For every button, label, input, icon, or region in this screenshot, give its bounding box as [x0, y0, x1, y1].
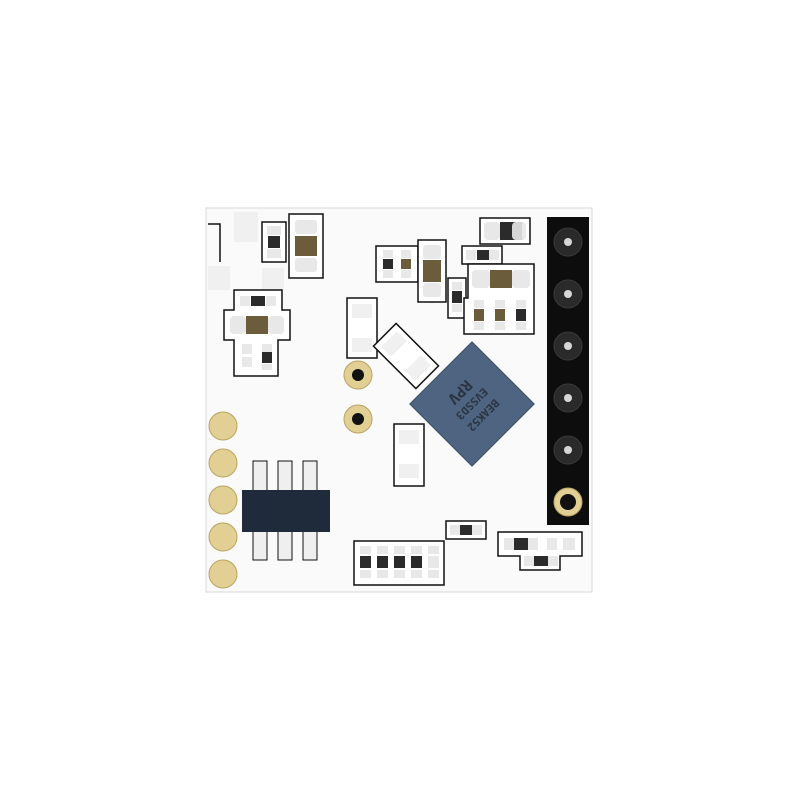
array-cell	[411, 570, 422, 578]
via-1	[343, 360, 373, 390]
edge-pad	[208, 411, 238, 441]
header-pin-1-square	[553, 487, 583, 517]
edge-pad	[208, 485, 238, 515]
gold-pad-icon	[208, 411, 238, 589]
array-cell	[360, 546, 371, 554]
capacitor-c1	[288, 213, 324, 279]
array-cell	[428, 570, 439, 578]
array-cell	[411, 546, 422, 554]
array-cell	[428, 546, 439, 554]
array-cell	[394, 546, 405, 554]
regulator-ic	[242, 460, 330, 561]
array-cell	[377, 556, 388, 568]
array-cell	[360, 556, 371, 568]
capacitor-c2	[417, 239, 447, 303]
edge-pad	[208, 522, 238, 552]
array-cell	[377, 570, 388, 578]
array-cell	[377, 546, 388, 554]
header-pin	[553, 331, 583, 361]
header-pin	[553, 279, 583, 309]
header-pin	[553, 383, 583, 413]
resistor-pair-r2-r3	[375, 245, 419, 283]
component-cluster-left	[223, 289, 291, 377]
resistor-r5	[479, 217, 531, 245]
resistor-r7	[445, 520, 487, 540]
fiducial-mark	[208, 266, 230, 290]
resistor-array	[353, 540, 445, 586]
capacitor-c5	[393, 423, 425, 487]
array-cell	[360, 570, 371, 578]
edge-pad	[208, 559, 238, 589]
via-2	[343, 404, 373, 434]
silkscreen-corner	[208, 223, 221, 262]
array-cell	[394, 556, 405, 568]
array-cell	[411, 556, 422, 568]
qfn-chip	[409, 341, 535, 467]
header-pin	[553, 435, 583, 465]
pin-header-icon	[547, 217, 589, 525]
component-cluster-right	[463, 263, 535, 335]
fiducial-mark	[262, 268, 284, 290]
resistor-r1	[261, 221, 287, 263]
component-cluster-bottom-right	[497, 531, 583, 571]
resistor-r6	[461, 245, 503, 265]
fiducial-mark	[234, 212, 258, 242]
header-pin	[553, 227, 583, 257]
array-cell	[394, 570, 405, 578]
capacitor-c3	[346, 297, 378, 359]
array-cell	[428, 556, 439, 568]
edge-pad	[208, 448, 238, 478]
capacitor-c4	[372, 322, 440, 390]
